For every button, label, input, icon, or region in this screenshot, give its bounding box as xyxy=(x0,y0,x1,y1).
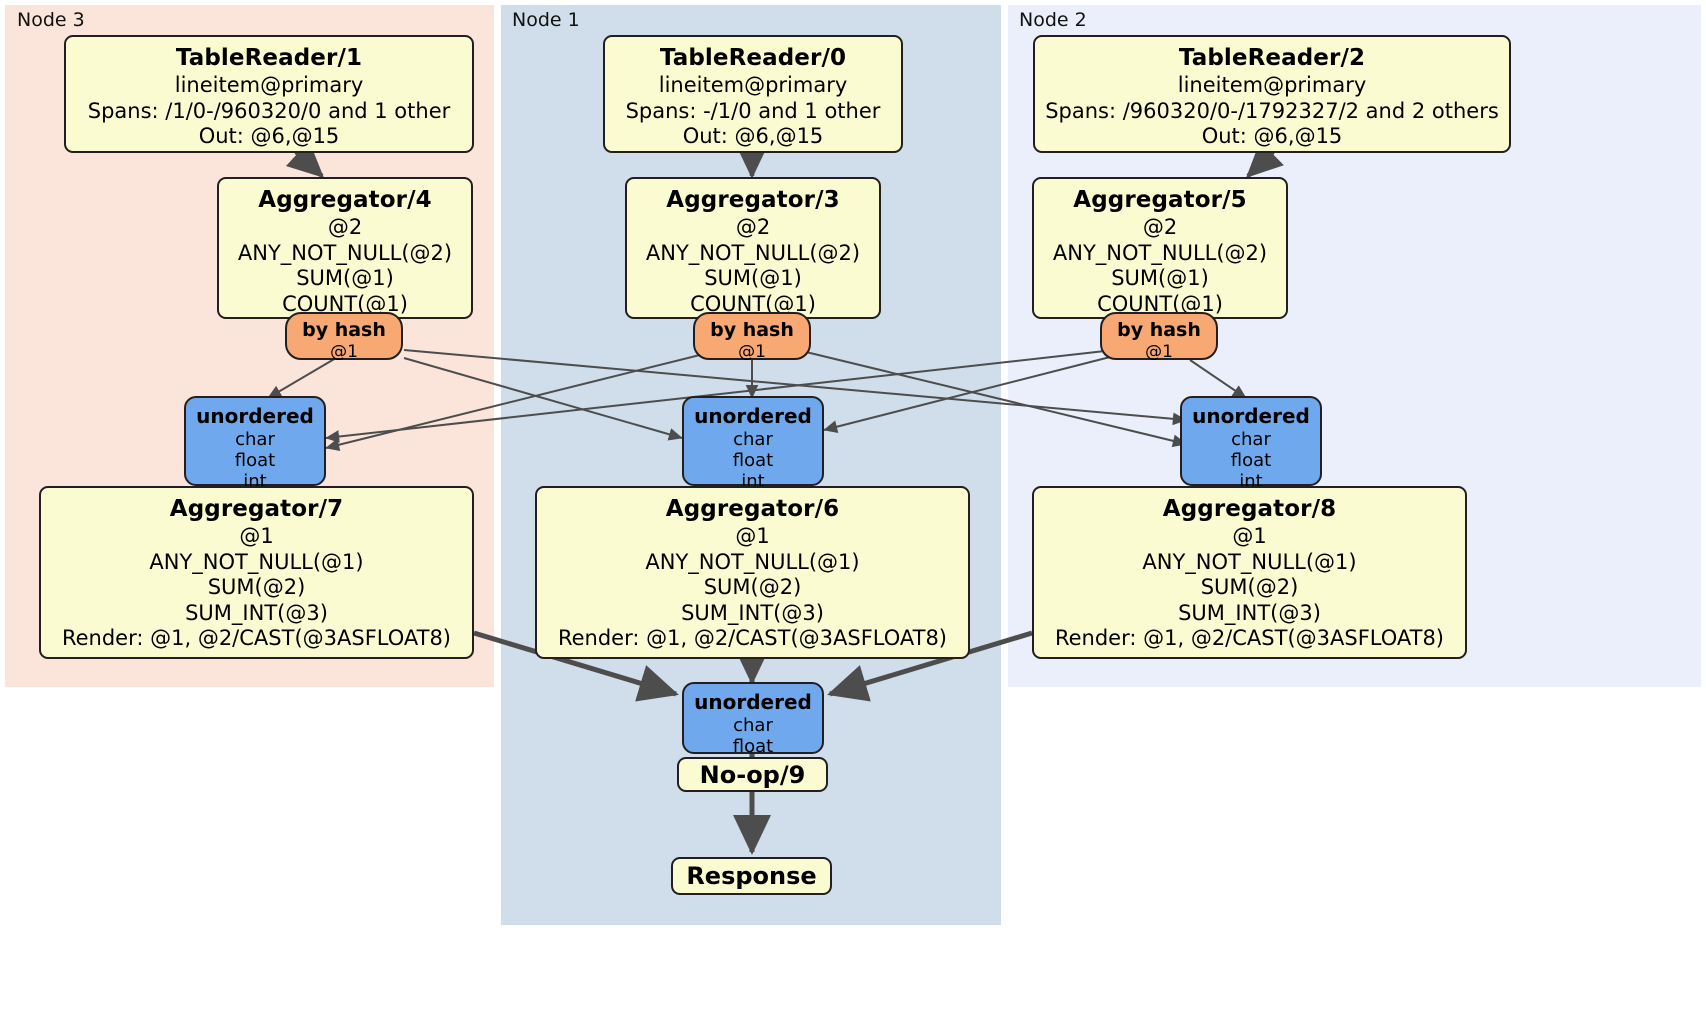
router-line: @1 xyxy=(738,342,766,362)
processor-line: SUM_INT(@3) xyxy=(681,600,824,625)
processor-line: Render: @1, @2/CAST(@3ASFLOAT8) xyxy=(1054,626,1445,650)
processor-aggregator-7[interactable]: Aggregator/7 @1 ANY_NOT_NULL(@1) SUM(@2)… xyxy=(39,486,474,659)
processor-line: @2 xyxy=(735,215,771,239)
synchronizer-title: unordered xyxy=(1192,404,1310,428)
processor-line: SUM(@2) xyxy=(207,575,306,599)
processor-line: Render: @1, @2/CAST(@3ASFLOAT8) xyxy=(61,626,452,650)
processor-title: TableReader/0 xyxy=(659,45,847,71)
processor-aggregator-8[interactable]: Aggregator/8 @1 ANY_NOT_NULL(@1) SUM(@2)… xyxy=(1032,486,1467,659)
processor-line: COUNT(@1) xyxy=(690,291,816,316)
panel-label-node-2: Node 2 xyxy=(1019,9,1087,31)
processor-title: Aggregator/5 xyxy=(1073,187,1247,213)
processor-line: SUM(@2) xyxy=(1200,575,1299,599)
processor-line: Out: @6,@15 xyxy=(198,124,340,148)
synchronizer-unordered-node2[interactable]: unordered char float int xyxy=(1180,396,1322,492)
processor-line: SUM(@1) xyxy=(296,266,394,290)
synchronizer-line: char xyxy=(235,429,275,450)
processor-line: ANY_NOT_NULL(@2) xyxy=(237,240,453,265)
processor-table-reader-0[interactable]: TableReader/0 lineitem@primary Spans: -/… xyxy=(603,35,903,153)
processor-line: SUM_INT(@3) xyxy=(1178,600,1321,625)
processor-line: Spans: /1/0-/960320/0 and 1 other xyxy=(87,98,451,123)
processor-line: SUM(@2) xyxy=(703,575,802,599)
synchronizer-line: float xyxy=(732,450,774,471)
synchronizer-title: unordered xyxy=(694,690,812,714)
processor-title: TableReader/1 xyxy=(175,45,363,71)
synchronizer-title: unordered xyxy=(694,404,812,428)
processor-line: ANY_NOT_NULL(@1) xyxy=(1142,549,1357,574)
processor-noop-9[interactable]: No-op/9 xyxy=(677,757,828,792)
processor-title: Aggregator/7 xyxy=(169,496,344,522)
processor-line: SUM(@1) xyxy=(704,266,802,290)
synchronizer-unordered-node1[interactable]: unordered char float int xyxy=(682,396,824,492)
router-title: by hash xyxy=(710,319,794,341)
processor-line: SUM(@1) xyxy=(1111,266,1209,290)
processor-line: Render: @1, @2/CAST(@3ASFLOAT8) xyxy=(557,626,948,650)
router-line: @1 xyxy=(330,342,358,362)
processor-line: Out: @6,@15 xyxy=(1201,124,1343,148)
synchronizer-unordered-node3[interactable]: unordered char float int xyxy=(184,396,326,492)
synchronizer-line: float xyxy=(1230,450,1272,471)
processor-aggregator-3[interactable]: Aggregator/3 @2 ANY_NOT_NULL(@2) SUM(@1)… xyxy=(625,177,881,319)
router-title: by hash xyxy=(302,319,386,341)
router-line: @1 xyxy=(1145,342,1173,362)
processor-line: @1 xyxy=(239,524,274,548)
synchronizer-line: char xyxy=(1231,429,1271,450)
processor-title: Response xyxy=(686,862,817,890)
processor-title: Aggregator/3 xyxy=(666,187,840,213)
processor-line: ANY_NOT_NULL(@1) xyxy=(645,549,860,574)
processor-aggregator-4[interactable]: Aggregator/4 @2 ANY_NOT_NULL(@2) SUM(@1)… xyxy=(217,177,473,319)
synchronizer-line: char xyxy=(733,715,773,736)
synchronizer-line: char xyxy=(733,429,773,450)
processor-line: lineitem@primary xyxy=(174,73,364,97)
router-by-hash-node1[interactable]: by hash @1 xyxy=(693,312,811,362)
processor-line: @2 xyxy=(1142,215,1178,239)
processor-title: Aggregator/8 xyxy=(1162,496,1337,522)
synchronizer-line: float xyxy=(234,450,276,471)
router-by-hash-node2[interactable]: by hash @1 xyxy=(1100,312,1218,362)
processor-line: COUNT(@1) xyxy=(282,291,408,316)
processor-line: ANY_NOT_NULL(@1) xyxy=(149,549,364,574)
synchronizer-line: float xyxy=(732,736,774,757)
processor-line: lineitem@primary xyxy=(658,73,848,97)
synchronizer-unordered-final[interactable]: unordered char float xyxy=(682,682,824,757)
processor-table-reader-1[interactable]: TableReader/1 lineitem@primary Spans: /1… xyxy=(64,35,474,153)
processor-line: Spans: -/1/0 and 1 other xyxy=(625,98,881,123)
router-title: by hash xyxy=(1117,319,1201,341)
processor-line: Spans: /960320/0-/1792327/2 and 2 others xyxy=(1045,98,1499,123)
processor-aggregator-6[interactable]: Aggregator/6 @1 ANY_NOT_NULL(@1) SUM(@2)… xyxy=(535,486,970,659)
processor-table-reader-2[interactable]: TableReader/2 lineitem@primary Spans: /9… xyxy=(1033,35,1511,153)
synchronizer-title: unordered xyxy=(196,404,314,428)
processor-line: ANY_NOT_NULL(@2) xyxy=(1052,240,1268,265)
processor-line: @1 xyxy=(1232,524,1267,548)
processor-line: SUM_INT(@3) xyxy=(185,600,328,625)
processor-line: COUNT(@1) xyxy=(1097,291,1223,316)
processor-title: Aggregator/4 xyxy=(258,187,432,213)
processor-title: Aggregator/6 xyxy=(665,496,840,522)
processor-response[interactable]: Response xyxy=(671,857,832,895)
processor-line: lineitem@primary xyxy=(1177,73,1367,97)
processor-title: TableReader/2 xyxy=(1178,45,1366,71)
processor-title: No-op/9 xyxy=(699,760,806,789)
processor-line: @2 xyxy=(327,215,363,239)
processor-line: @1 xyxy=(735,524,770,548)
panel-label-node-1: Node 1 xyxy=(512,9,580,31)
processor-aggregator-5[interactable]: Aggregator/5 @2 ANY_NOT_NULL(@2) SUM(@1)… xyxy=(1032,177,1288,319)
panel-label-node-3: Node 3 xyxy=(17,9,85,31)
router-by-hash-node3[interactable]: by hash @1 xyxy=(285,312,403,362)
processor-line: ANY_NOT_NULL(@2) xyxy=(645,240,861,265)
processor-line: Out: @6,@15 xyxy=(682,124,824,148)
